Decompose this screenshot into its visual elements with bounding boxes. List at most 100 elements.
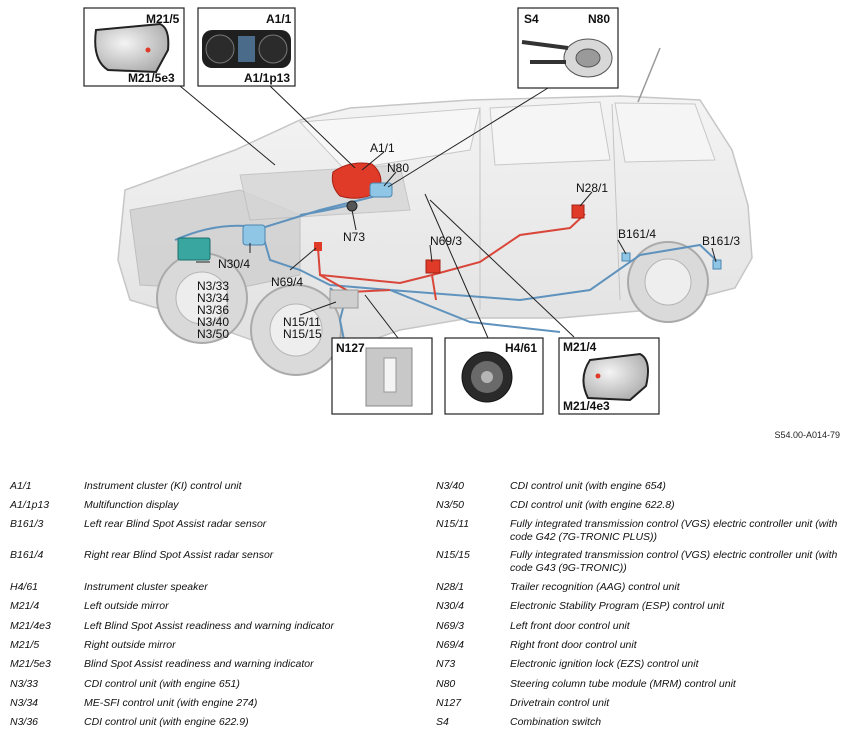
label-n3-40: N3/40: [197, 315, 229, 329]
legend-item: H4/61 Instrument cluster speaker: [10, 581, 430, 594]
legend-description: Left outside mirror: [84, 600, 169, 612]
legend-description: Left Blind Spot Assist readiness and war…: [84, 620, 335, 632]
legend-description: Multifunction display: [84, 499, 179, 511]
label-b161-3: B161/3: [702, 234, 740, 248]
label-n73: N73: [343, 230, 365, 244]
legend-code: N30/4: [436, 600, 465, 612]
legend-code: S4: [436, 716, 449, 728]
legend-description: Steering column tube module (MRM) contro…: [510, 678, 736, 690]
legend-description: CDI control unit (with engine 654): [510, 480, 666, 492]
legend-code: A1/1: [10, 480, 32, 492]
label-n80: N80: [387, 161, 409, 175]
legend-item: M21/4 Left outside mirror: [10, 600, 430, 613]
legend-description: Right outside mirror: [84, 639, 176, 651]
ignition-lock: [346, 200, 358, 212]
legend-item: N15/11 Fully integrated transmission cont…: [436, 518, 840, 544]
legend-item: N80 Steering column tube module (MRM) con…: [436, 678, 840, 691]
label-n69-4: N69/4: [271, 275, 303, 289]
legend-description: CDI control unit (with engine 651): [84, 678, 240, 690]
callout-n127-label: N127: [336, 341, 365, 355]
rear-radar-sensors: [621, 252, 722, 270]
leader-lines: [179, 85, 717, 339]
legend-description: Trailer recognition (AAG) control unit: [510, 581, 680, 593]
callout-h4-61: H4/61: [444, 337, 544, 415]
callout-s4-n80: S4 N80: [517, 7, 619, 89]
callout-m21-5: M21/5 M21/5e3: [83, 7, 185, 87]
legend-code: N80: [436, 678, 456, 690]
transmission-control-unit: [329, 289, 359, 309]
legend-code: H4/61: [10, 581, 39, 593]
legend-code: N69/4: [436, 639, 465, 651]
rear-wheel: [627, 241, 709, 323]
callout-s4-label: S4: [524, 12, 539, 26]
legend-code: N3/34: [10, 697, 39, 709]
legend-code: M21/5: [10, 639, 40, 651]
legend-item: M21/4e3 Left Blind Spot Assist readiness …: [10, 620, 430, 633]
steering-column-module: [369, 182, 393, 198]
label-n69-3: N69/3: [430, 234, 462, 248]
legend-item: N3/33 CDI control unit (with engine 651): [10, 678, 430, 691]
legend-description: Combination switch: [510, 716, 602, 728]
label-n3-50: N3/50: [197, 327, 229, 341]
legend-description: Blind Spot Assist readiness and warning …: [84, 658, 314, 670]
legend-description: Electronic Stability Program (ESP) contr…: [510, 600, 725, 612]
legend-code: N69/3: [436, 620, 465, 632]
legend-description: Right front door control unit: [510, 639, 637, 651]
legend-item: N30/4 Electronic Stability Program (ESP) …: [436, 600, 840, 613]
legend-description: Fully integrated transmission control (V…: [510, 549, 838, 574]
right-door-control-unit: [314, 242, 322, 251]
legend-code: N73: [436, 658, 456, 670]
callout-a1-1p13-label: A1/1p13: [244, 71, 290, 85]
legend-code: N28/1: [436, 581, 465, 593]
legend-code: M21/4e3: [10, 620, 51, 632]
engine-control-unit: [177, 237, 211, 261]
legend-item: M21/5 Right outside mirror: [10, 639, 430, 652]
legend-description: Left rear Blind Spot Assist radar sensor: [84, 518, 267, 530]
legend-item: N3/40 CDI control unit (with engine 654): [436, 480, 840, 493]
legend-code: N3/33: [10, 678, 39, 690]
legend-code: M21/4: [10, 600, 40, 612]
legend-description: Drivetrain control unit: [510, 697, 610, 709]
label-a1-1: A1/1: [370, 141, 395, 155]
legend-item: N69/4 Right front door control unit: [436, 639, 840, 652]
label-n3-36: N3/36: [197, 303, 229, 317]
legend-code: N15/15: [436, 549, 470, 561]
legend-item: N127 Drivetrain control unit: [436, 697, 840, 710]
callout-m21-4e3-label: M21/4e3: [563, 399, 610, 413]
legend-code: N15/11: [436, 518, 470, 530]
legend-description: Fully integrated transmission control (V…: [510, 518, 838, 543]
legend-code: B161/4: [10, 549, 44, 561]
front-wheel-right: [250, 284, 342, 376]
label-n3-34: N3/34: [197, 291, 229, 305]
callout-n127: N127: [331, 337, 433, 415]
callout-h4-61-label: H4/61: [505, 341, 537, 355]
legend-code: N127: [436, 697, 462, 709]
legend-code: N3/40: [436, 480, 465, 492]
label-n15-11: N15/11: [283, 315, 321, 329]
component-labels: A1/1 N80 N28/1 B161/4 B161/3 N73 N69/3 N…: [197, 141, 740, 341]
callout-n80-label: N80: [588, 12, 610, 26]
callout-a1-1-label: A1/1: [266, 12, 292, 26]
legend-code: N3/50: [436, 499, 465, 511]
legend-description: Instrument cluster speaker: [84, 581, 208, 593]
callout-m21-5-label: M21/5: [146, 12, 180, 26]
figure-reference: S54.00-A014-79: [774, 430, 840, 440]
legend-code: A1/1p13: [10, 499, 50, 511]
label-n15-15: N15/15: [283, 327, 322, 341]
front-wheel: [156, 252, 248, 344]
legend-item: S4 Combination switch: [436, 716, 840, 729]
callout-m21-5e3-label: M21/5e3: [128, 71, 175, 85]
trailer-control-unit: [571, 204, 585, 219]
vehicle-diagram: M21/5 M21/5e3 A1/1 A1/1p13 S4 N80 N127 H…: [83, 7, 753, 415]
legend-item: N28/1 Trailer recognition (AAG) control u…: [436, 581, 840, 594]
callout-m21-4-label: M21/4: [563, 340, 597, 354]
